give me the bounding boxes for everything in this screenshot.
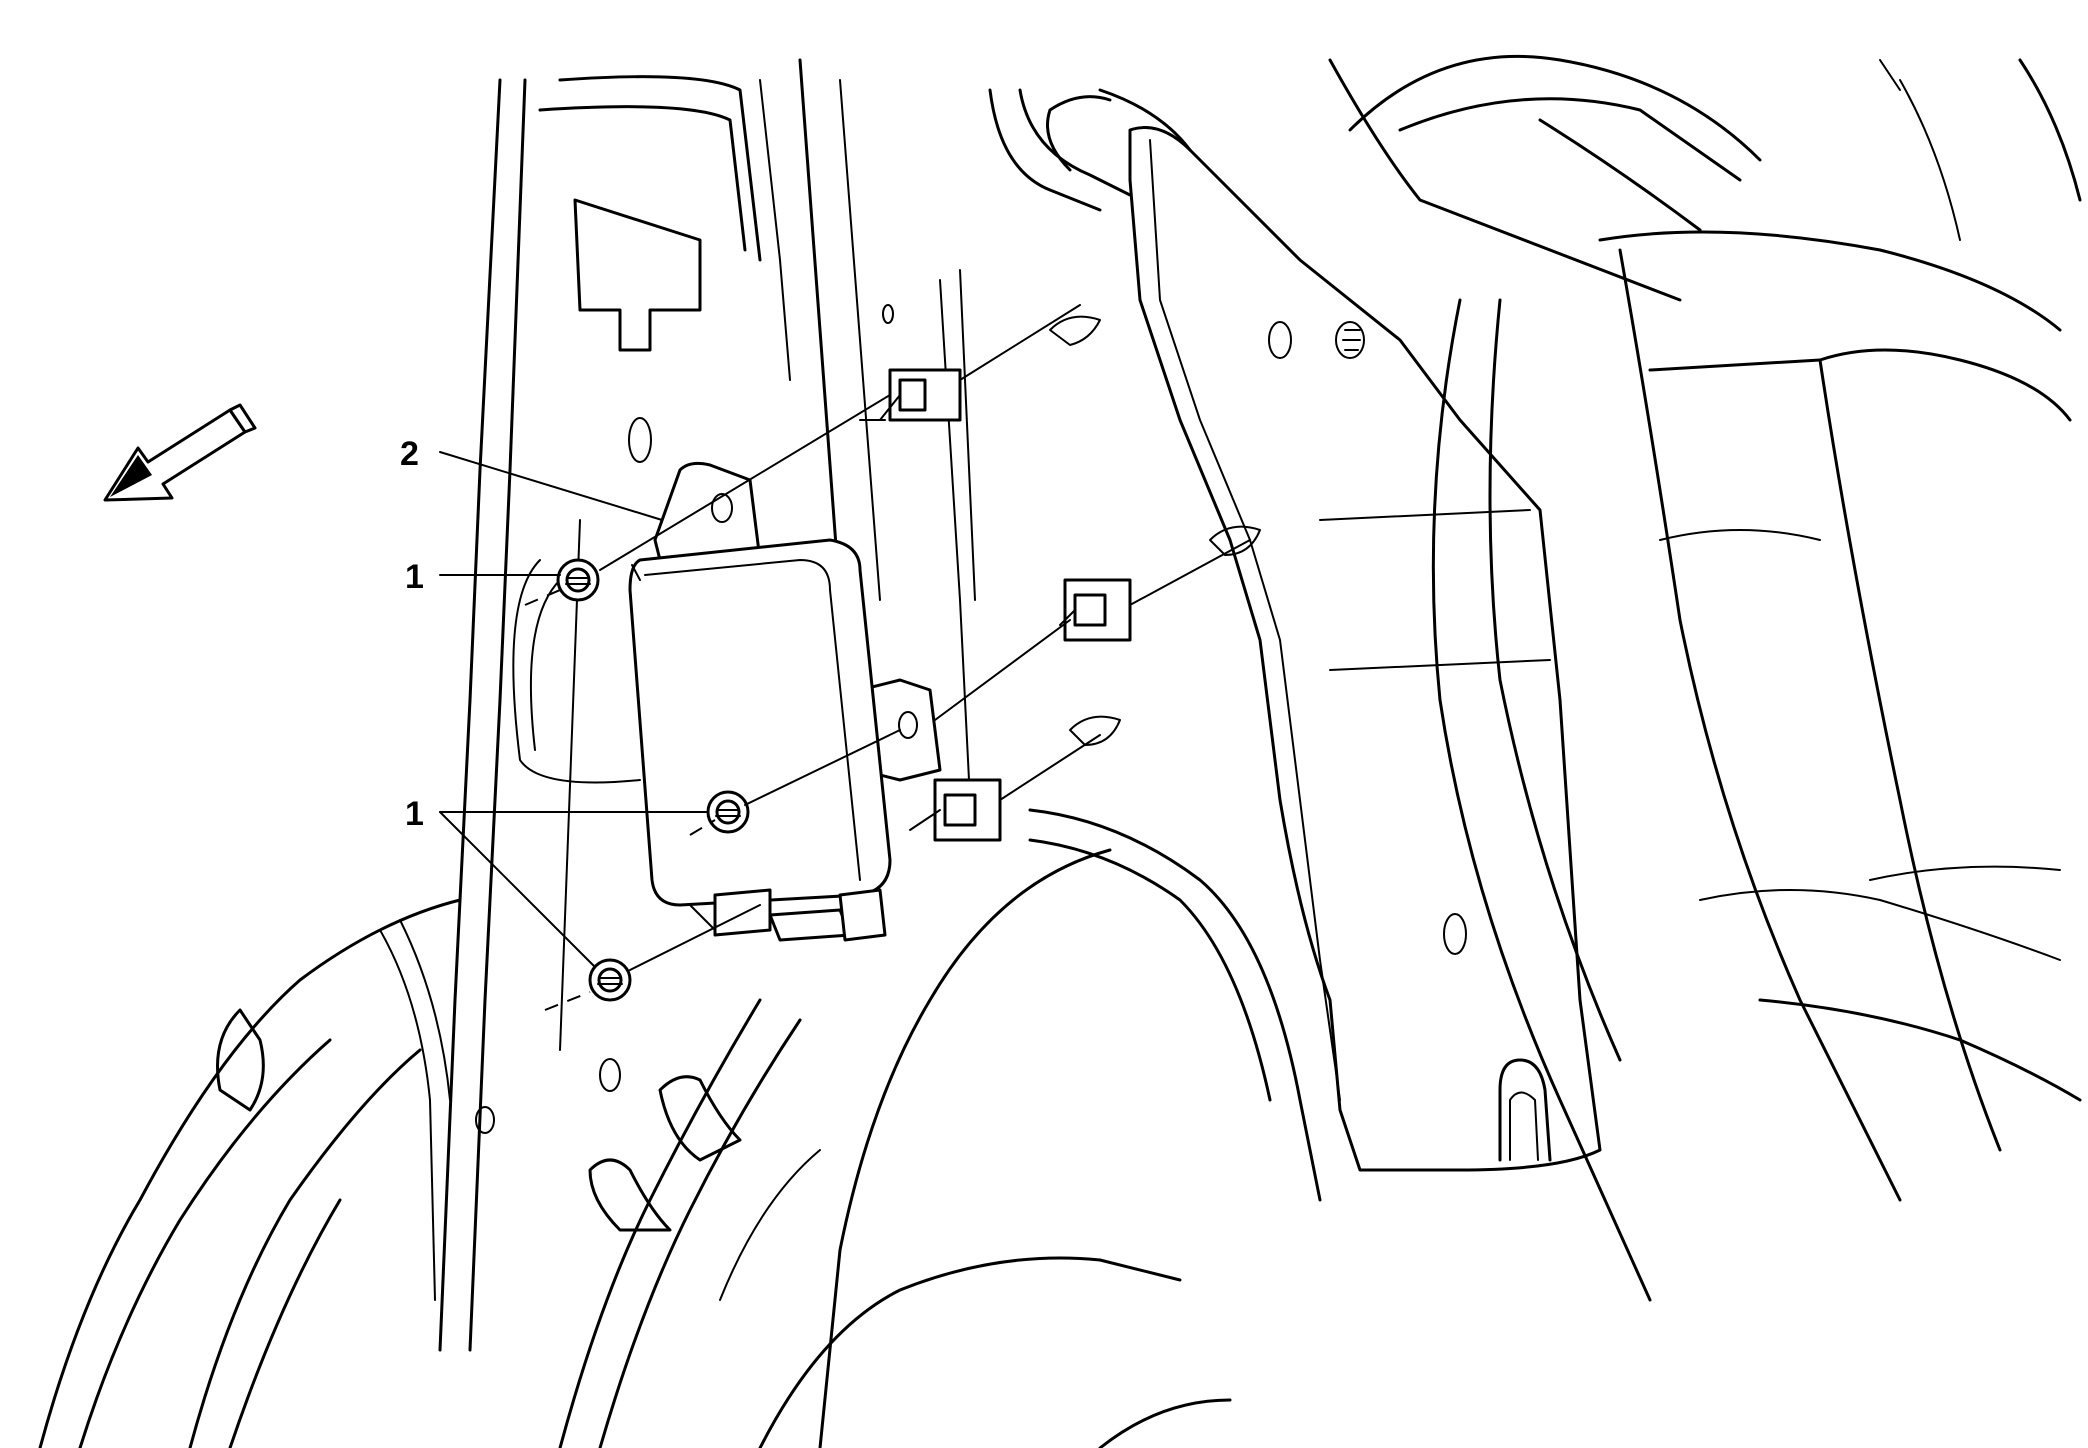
mounting-stud-lower: [909, 778, 1002, 842]
vehicle-body-panels: [38, 54, 2082, 1448]
nut-upper: [556, 558, 600, 602]
callout-nut-group-label: 1: [405, 795, 424, 833]
electronic-module: [628, 461, 942, 942]
nut-middle: [706, 790, 750, 834]
nut-lower: [588, 958, 632, 1002]
mounting-stud-upper: [859, 368, 962, 422]
forward-direction-arrow-icon: [103, 403, 257, 502]
callout-module-label: 2: [400, 435, 419, 473]
callout-leaders: [439, 451, 709, 968]
alignment-lines: [524, 304, 1251, 1011]
mounting-stud-middle: [1059, 578, 1132, 642]
body-mounting-holes: [1049, 315, 1261, 746]
callout-nut-top-label: 1: [405, 558, 424, 596]
